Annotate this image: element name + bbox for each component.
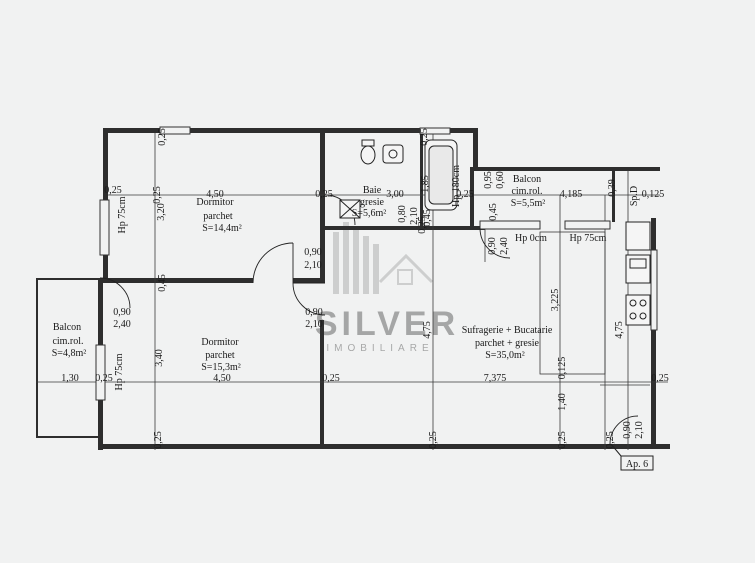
hp-left-bottom: Hp 75cm [114, 353, 125, 390]
door5-width: 0,90 [622, 421, 633, 439]
room-type-balcon-right: cim.rol. [511, 186, 542, 197]
dim-0125-right: 0,125 [642, 189, 665, 200]
dim-4185: 4,185 [560, 189, 583, 200]
dim-025-m: 0,25 [417, 216, 428, 234]
dim-095: 0,95 [483, 171, 494, 189]
hp-left-top: Hp 75cm [117, 196, 128, 233]
dim-140: 1,40 [557, 393, 568, 411]
fixtures [339, 139, 651, 326]
hp-right: Hp 75cm [570, 233, 607, 244]
dimensions-horizontal: 4,50 3,00 4,185 1,30 4,50 7,375 0,25 0,2… [61, 185, 669, 384]
room-area-balcon-left: S=4,8m² [52, 348, 86, 359]
room-area-baie: S=5,6m² [352, 208, 386, 219]
dim-130: 1,30 [61, 373, 79, 384]
dim-475-right: 4,75 [614, 321, 625, 339]
dim-0125-vertical: 0,125 [557, 357, 568, 380]
dimensions-vertical: 3,20 3,40 4,75 4,75 3,225 1,40 0,125 1,8… [152, 128, 625, 449]
dim-039: 0,39 [607, 179, 618, 197]
room-labels: Dormitor parchet S=14,4m² Baie gresie S=… [52, 174, 553, 373]
door2-height: 2,10 [305, 319, 323, 330]
dim-025-a: 0,25 [104, 185, 122, 196]
door1-height: 2,10 [304, 260, 322, 271]
room-floor-dormitor-1: parchet [203, 211, 233, 222]
room-name-sufragerie: Sufragerie + Bucatarie [462, 325, 553, 336]
dim-080: 0,80 [397, 205, 408, 223]
fridge-icon [625, 221, 651, 251]
dim-025-l: 0,25 [605, 431, 616, 449]
room-name-baie: Baie [363, 185, 382, 196]
room-area-sufragerie: S=35,0m² [485, 350, 524, 361]
room-name-balcon-left: Balcon [53, 322, 81, 333]
dim-340: 3,40 [154, 349, 165, 367]
dim-450-top: 4,50 [206, 189, 224, 200]
door5-height: 2,10 [634, 421, 645, 439]
vent-icon [339, 199, 361, 219]
door-swings [99, 194, 639, 445]
hp-center: Hp 0cm [515, 233, 547, 244]
sink-icon [382, 144, 404, 164]
dim-025-n: 0,25 [152, 186, 163, 204]
guide-lines [36, 133, 668, 450]
room-name-dormitor-2: Dormitor [201, 337, 239, 348]
room-floor-dormitor-2: parchet [205, 350, 235, 361]
kitchen-sink-icon [625, 254, 651, 284]
door3-height: 2,40 [113, 319, 131, 330]
door1-width: 0,90 [304, 247, 322, 258]
dim-7375: 7,375 [484, 373, 507, 384]
apartment-label: Ap. 6 [626, 459, 648, 470]
dim-025-d: 0,25 [95, 373, 113, 384]
parapet-heights: Hp 75cm Hp 75cm Hp 180cm Hp 0cm Hp 75cm … [114, 165, 640, 391]
door3-width: 0,90 [113, 307, 131, 318]
dim-045-c: 0,45 [157, 274, 168, 292]
toilet-icon [360, 139, 376, 165]
dim-320: 3,20 [156, 203, 167, 221]
dim-025-f: 0,25 [456, 189, 474, 200]
dim-450-bottom: 4,50 [213, 373, 231, 384]
room-floor-baie: gresie [360, 197, 384, 208]
sp-d-label: Sp.D [629, 186, 640, 206]
room-area-dormitor-1: S=14,4m² [202, 223, 241, 234]
windows [95, 126, 658, 401]
room-area-dormitor-2: S=15,3m² [201, 362, 240, 373]
door4-height: 2,40 [499, 237, 510, 255]
room-type-balcon-left: cim.rol. [52, 336, 83, 347]
dim-475-mid: 4,75 [422, 321, 433, 339]
apartment-tag: Ap. 6 [610, 443, 654, 471]
dim-025-e: 0,25 [651, 373, 669, 384]
dim-025-h: 0,25 [419, 128, 430, 146]
dim-025-k: 0,25 [557, 431, 568, 449]
hp-bath: Hp 180cm [451, 165, 462, 207]
dim-025-j: 0,25 [428, 431, 439, 449]
door4-width: 0,90 [487, 237, 498, 255]
building-logo-icon [333, 222, 434, 294]
dim-300: 3,00 [386, 189, 404, 200]
room-name-balcon-right: Balcon [513, 174, 541, 185]
dim-025-i: 0,25 [153, 431, 164, 449]
door-sizes: 0,90 2,10 0,90 2,10 0,90 2,40 0,90 2,40 … [113, 237, 645, 439]
dim-185: 1,85 [420, 175, 431, 193]
dim-060: 0,60 [495, 171, 506, 189]
watermark-sub: IMOBILIARE [326, 343, 433, 354]
dim-3225: 3,225 [550, 289, 561, 312]
door2-width: 0,90 [305, 307, 323, 318]
dim-025-c: 0,25 [322, 373, 340, 384]
stove-icon [625, 294, 651, 326]
watermark: SILVER IMOBILIARE [315, 222, 459, 354]
dim-025-g: 0,25 [157, 128, 168, 146]
dim-210-baie: 2,10 [409, 207, 420, 225]
dim-025-b: 0,25 [315, 189, 333, 200]
dim-045-a: 0,45 [422, 209, 433, 227]
dim-045-b: 0,45 [488, 203, 499, 221]
room-floor-sufragerie: parchet + gresie [475, 338, 540, 349]
watermark-brand: SILVER [315, 305, 459, 343]
room-name-dormitor-1: Dormitor [196, 197, 234, 208]
bathtub-icon [424, 139, 458, 211]
room-area-balcon-right: S=5,5m² [511, 198, 545, 209]
